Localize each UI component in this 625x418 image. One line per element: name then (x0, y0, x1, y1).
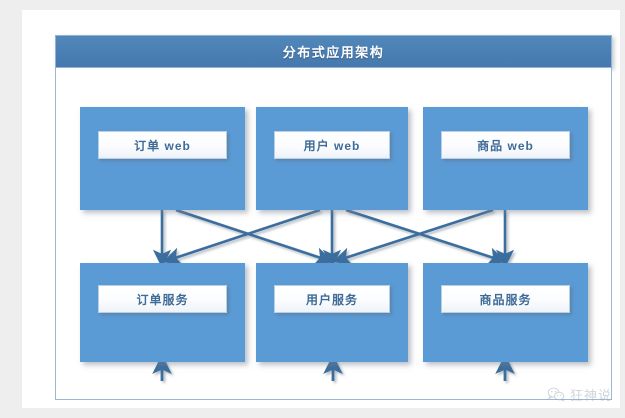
node-order-web-label: 订单 web (98, 131, 227, 159)
diagram-title-bar: 分布式应用架构 (55, 35, 612, 68)
diagram-title: 分布式应用架构 (282, 45, 385, 60)
node-user-web[interactable]: 用户 web (256, 107, 408, 210)
node-order-service[interactable]: 订单服务 (80, 263, 245, 362)
architecture-diagram: 分布式应用架构 (55, 35, 612, 400)
diagram-canvas: 订单 web 用户 web 商品 web 订单服务 用户服务 商品服务 (55, 68, 612, 400)
node-order-web[interactable]: 订单 web (80, 107, 245, 210)
node-product-service[interactable]: 商品服务 (423, 263, 588, 362)
arrow-web1-to-service2 (175, 208, 334, 266)
node-user-service[interactable]: 用户服务 (256, 263, 408, 362)
watermark: 狂神说 (547, 385, 612, 404)
node-product-service-label: 商品服务 (441, 285, 570, 313)
watermark-text: 狂神说 (569, 388, 612, 403)
node-product-web[interactable]: 商品 web (423, 107, 588, 210)
arrow-web2-to-service1 (162, 208, 321, 266)
arrow-web2-to-service3 (345, 208, 507, 266)
node-product-web-label: 商品 web (441, 131, 570, 159)
wechat-icon (547, 387, 565, 402)
arrow-web3-to-service2 (332, 208, 494, 266)
node-order-service-label: 订单服务 (98, 285, 227, 313)
page-sheet: 分布式应用架构 (22, 10, 620, 408)
node-user-service-label: 用户服务 (274, 285, 390, 313)
node-user-web-label: 用户 web (274, 131, 390, 159)
